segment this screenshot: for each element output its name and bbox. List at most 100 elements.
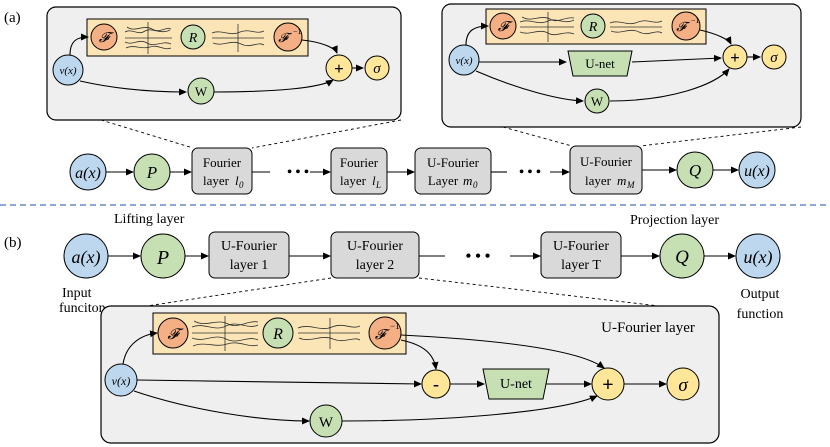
ufourier-layer-2-title: U-Fourier [347, 239, 403, 254]
output-caption-line2: function [737, 307, 784, 322]
ufourier-layer-T-title: U-Fourier [553, 239, 609, 254]
w-label-a: W [591, 94, 604, 109]
lifting-label-b: P [156, 247, 169, 269]
ufourier-layer-m0 [414, 147, 492, 195]
ufourier-detail-arrows-b [122, 330, 667, 425]
spectrum-plot-left [124, 22, 172, 54]
fourier-layer-l0-var: l [235, 173, 239, 188]
output-caption-line1: Output [741, 287, 780, 302]
r-weight-node [180, 24, 206, 50]
unet-label-b: U-net [500, 377, 532, 392]
panel-a-label: (a) [4, 10, 21, 26]
activation-label: σ [373, 61, 381, 77]
ufourier-layer-1 [208, 231, 290, 279]
ufourier-layer-mM-word: layer [585, 173, 612, 188]
spectrum-plot-b2 [297, 318, 361, 349]
ufourier-layer-m0-sub: 0 [473, 180, 478, 190]
inverse-sup: −1 [293, 27, 302, 36]
vx-label: v(x) [59, 65, 76, 77]
activation-label-b: σ [678, 375, 688, 396]
fourier-layer-lL-var: l [372, 173, 376, 188]
spectrum-plot-b1 [191, 316, 259, 351]
r-weight-label-a: R [588, 20, 598, 35]
panel-b-label: (b) [4, 235, 22, 251]
sum-label: + [334, 59, 344, 78]
w-node-a [584, 88, 610, 114]
ux-node-a [738, 151, 776, 189]
ufourier-layer-m0-var: m [463, 173, 472, 188]
fourier-layer-lL [330, 147, 388, 195]
fourier-layer-lL-sub: L [375, 180, 381, 190]
zoom-lines-a [100, 119, 802, 149]
spectrum-plot-a2 [609, 20, 663, 35]
sum-label-b: + [602, 374, 613, 396]
pipeline-a: a(x) P Fourier layer l 0 • • • Fourier l… [69, 145, 776, 195]
fourier-transform-node-a [489, 12, 517, 40]
w-label: W [195, 84, 208, 99]
ax-label-b: a(x) [72, 247, 101, 268]
ufourier-layer-m0-word: Layer [428, 173, 459, 188]
activation-label-a: σ [770, 50, 778, 66]
ux-node-b [735, 233, 781, 279]
vx-node [52, 54, 84, 86]
difference-label: - [433, 374, 439, 394]
inverse-fourier-node [273, 22, 303, 52]
ufourier-layer-2-sub: layer 2 [356, 258, 394, 273]
pipeline-b: a(x) P U-Fourier layer 1 U-Fourier layer… [59, 231, 784, 322]
inverse-fourier-node-a [671, 11, 701, 41]
fourier-detail-arrows [69, 33, 364, 96]
fourier-layer-lL-word: layer [340, 173, 367, 188]
vx-label-a: v(x) [455, 55, 472, 67]
ellipsis-b: • • • [466, 248, 491, 265]
inverse-fourier-node-b [368, 316, 402, 350]
input-caption-line2: funciton [59, 301, 106, 316]
ufourier-layer-m0-title: U-Fourier [427, 155, 480, 170]
fourier-layer-l0-title: Fourier [203, 155, 242, 170]
fourier-layer-lL-title: Fourier [340, 155, 379, 170]
r-weight-node-a [580, 13, 606, 39]
vx-label-b: v(x) [112, 374, 131, 388]
ufourier-layer-1-title: U-Fourier [221, 239, 277, 254]
ellipsis-a1: • • • [287, 165, 309, 180]
spectrum-plot-a1 [519, 12, 575, 42]
r-weight-node-b [262, 317, 294, 349]
fourier-layer-l0 [191, 147, 253, 195]
activation-node [364, 55, 390, 81]
r-weight-label-b: R [272, 326, 283, 343]
spectrum-plot-right [211, 24, 265, 52]
fourier-layer-detail-panel: 𝓕 R 𝓕 −1 v(x) W + σ [46, 6, 402, 121]
ufourier-layer-mM-var: m [617, 173, 626, 188]
ux-label-b: u(x) [744, 247, 773, 268]
input-caption-line1: Input [62, 286, 92, 301]
ufourier-layer-caption: U-Fourier layer [601, 320, 695, 336]
w-node [187, 77, 215, 105]
ufourier-layer-detail-panel-b: U-Fourier layer 𝓕 R 𝓕 −1 v(x) - U-net [100, 305, 720, 444]
ufourier-layer-T [540, 231, 622, 279]
projection-label-a: Q [689, 161, 701, 180]
ufourier-layer-1-sub: layer 1 [230, 258, 268, 273]
activation-node-b [666, 367, 700, 401]
ufourier-detail-arrows-a [465, 22, 761, 105]
lifting-layer-caption: Lifting layer [114, 212, 185, 227]
ufourier-layer-T-sub: layer T [561, 258, 601, 273]
unet-block-a [567, 50, 633, 77]
fourier-transform-node [90, 23, 118, 51]
r-weight-label: R [188, 31, 198, 46]
inverse-sup-a: −1 [691, 16, 700, 25]
vx-node-a [448, 44, 480, 76]
fourier-transform-node-b [157, 317, 189, 349]
ux-label-a: u(x) [744, 163, 770, 180]
ufourier-layer-mM-title: U-Fourier [580, 154, 633, 169]
w-label-b: W [319, 415, 334, 431]
activation-node-a [761, 44, 787, 70]
ellipsis-a2: • • • [519, 165, 541, 180]
pipeline-arrows-a [106, 166, 739, 176]
ufourier-layer-detail-panel-a: 𝓕 R 𝓕 −1 v(x) U-net W + σ [441, 3, 802, 128]
unet-label-a: U-net [585, 56, 615, 71]
lifting-label-a: P [146, 163, 157, 182]
ufourier-layer-mM-sub: M [626, 180, 635, 190]
fourier-layer-l0-word: layer [203, 173, 230, 188]
sum-label-a: + [730, 48, 740, 67]
